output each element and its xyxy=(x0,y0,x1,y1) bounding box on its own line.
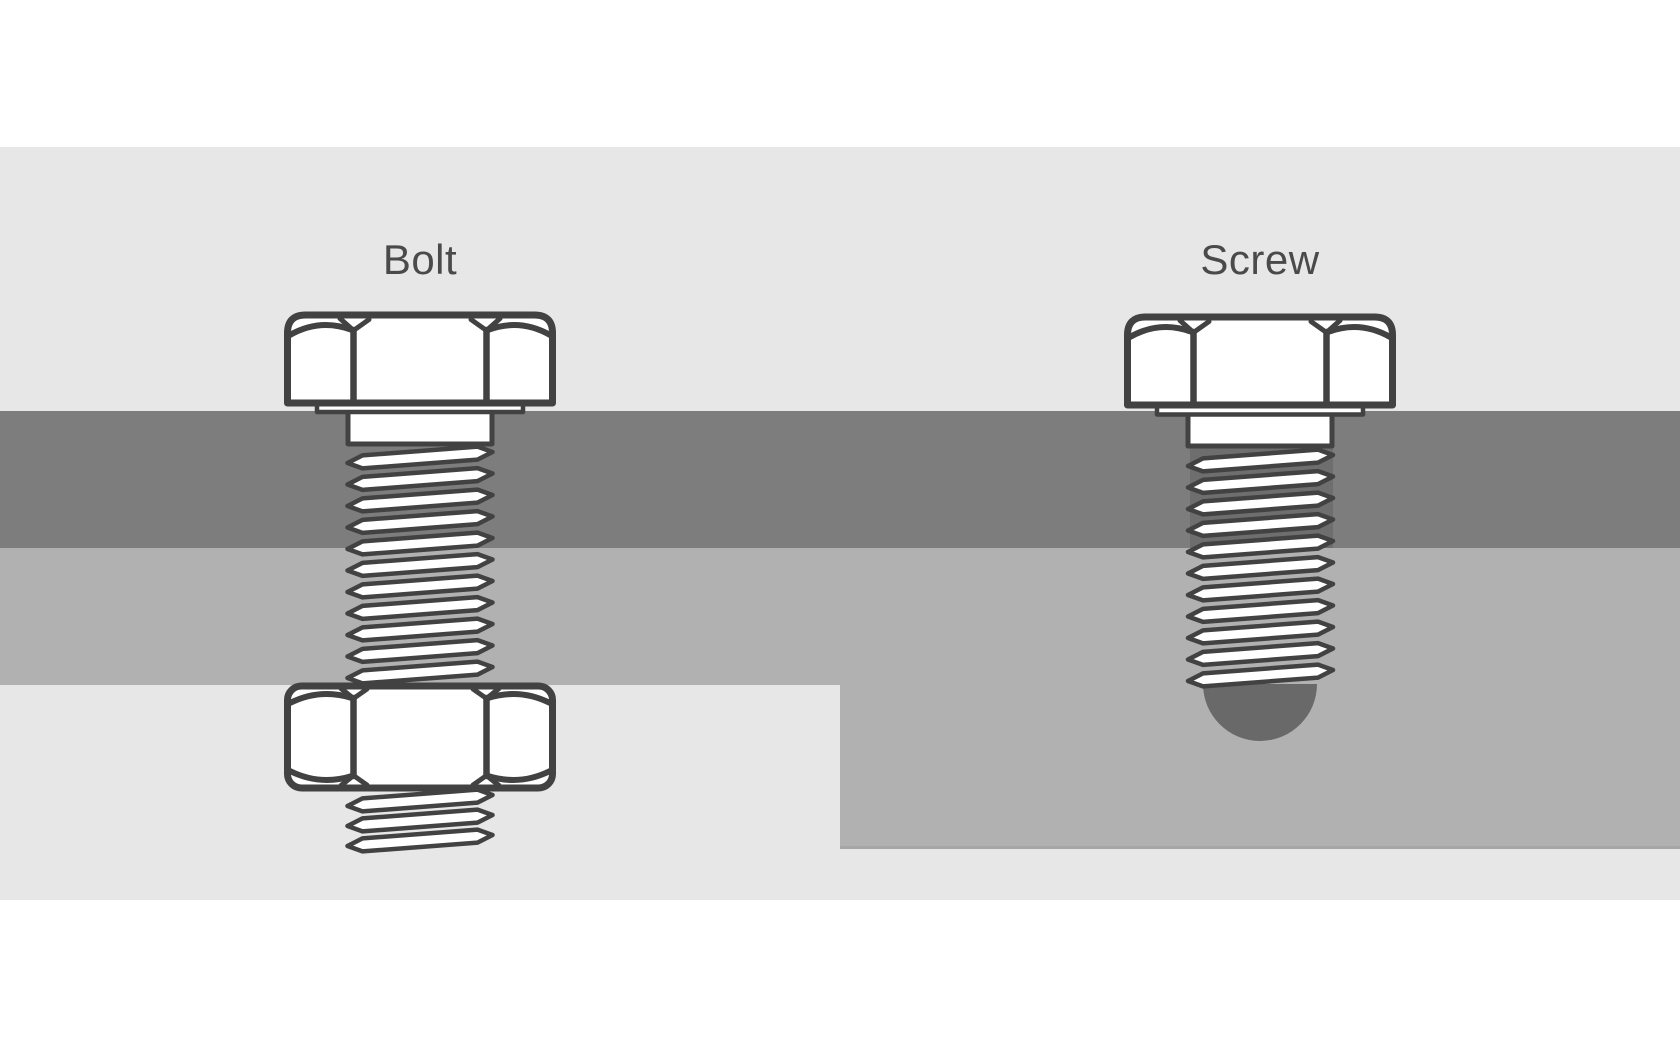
screw-threads xyxy=(1185,447,1336,689)
bolt-label: Bolt xyxy=(382,236,458,283)
bolt-protruding-threads xyxy=(345,787,495,854)
bolt-threads xyxy=(345,444,495,686)
bolt-shank xyxy=(345,407,495,447)
screw-tip xyxy=(1203,684,1317,741)
bolt-figure xyxy=(284,311,556,854)
bolt-nut xyxy=(284,682,556,792)
bottom-material-plate xyxy=(0,548,1680,685)
screw-figure xyxy=(1124,313,1396,741)
bolt-hex-head xyxy=(284,311,556,407)
top-material-plate xyxy=(0,411,1680,548)
screw-hex-head xyxy=(1124,313,1396,409)
screw-label: Screw xyxy=(1200,236,1320,283)
screw-shank xyxy=(1185,410,1335,449)
